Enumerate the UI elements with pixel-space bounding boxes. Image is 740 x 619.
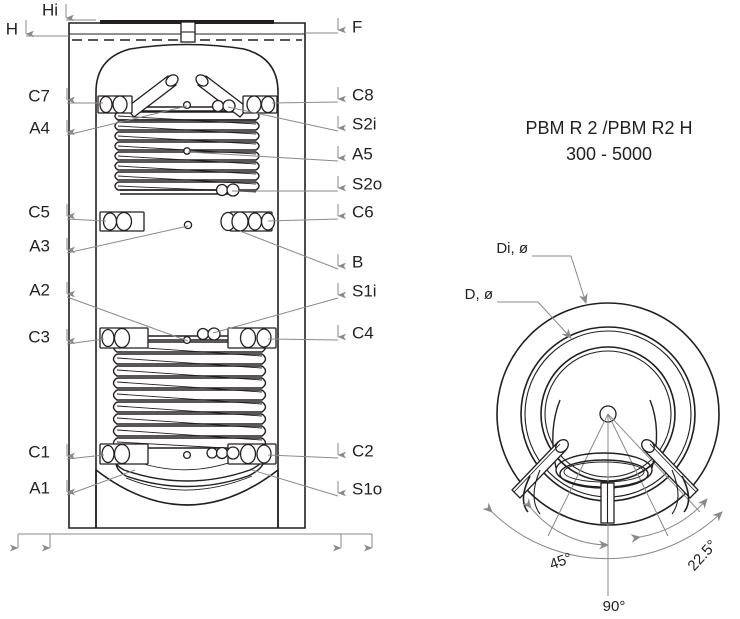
upper-heat-exchanger-coil — [113, 74, 261, 195]
leader-diameter-outer: D, ø — [465, 286, 572, 339]
drawing-title: PBM R 2 /PBM R2 H 300 - 5000 — [525, 118, 692, 164]
angle-arc-45 — [521, 498, 609, 550]
port-c6 — [220, 211, 276, 232]
title-line-2: 300 - 5000 — [566, 144, 652, 164]
port-c4 — [227, 327, 277, 349]
port-c1 — [99, 443, 149, 465]
angle-centerlines — [547, 413, 701, 596]
plan-connection-stub-right — [641, 439, 699, 499]
label-b: B — [352, 252, 363, 271]
sensor-a1 — [182, 450, 192, 460]
sensor-s2o — [215, 183, 240, 197]
port-c8 — [242, 95, 278, 114]
plan-connection-stub-left — [511, 439, 569, 499]
label-s1i: S1i — [352, 281, 377, 300]
leader-diameter-inner: Di, ø — [496, 240, 588, 304]
plan-bottom-drain — [600, 482, 615, 524]
label-a2: A2 — [29, 280, 50, 299]
label-f: F — [352, 17, 362, 36]
label-c7: C7 — [28, 86, 50, 105]
top-riser-pipe — [180, 21, 196, 43]
label-s2o: S2o — [352, 174, 382, 193]
lower-heat-exchanger-coil — [112, 335, 267, 491]
elevation-callout-labels-right: F C8 S2i A5 S2o C6 B S1i C4 C2 S1o — [352, 17, 382, 498]
sensor-a2 — [182, 335, 192, 345]
angle-arc-22-5 — [630, 498, 708, 543]
label-c1: C1 — [28, 442, 50, 461]
coil-upper-inlet-stub — [125, 74, 179, 118]
label-di-diameter: Di, ø — [496, 240, 528, 257]
port-c5 — [99, 211, 145, 232]
label-s2i: S2i — [352, 114, 377, 133]
label-hi: Hi — [42, 0, 58, 19]
label-c5: C5 — [28, 202, 50, 221]
label-d-diameter: D, ø — [465, 286, 493, 303]
label-c3: C3 — [28, 327, 50, 346]
label-c8: C8 — [352, 85, 374, 104]
tank-plan-section-view: D, ø Di, ø 45° 22.5° 90° — [465, 240, 723, 615]
label-angle-45: 45° — [547, 550, 574, 574]
label-a1: A1 — [29, 478, 50, 497]
sensor-s1o — [206, 446, 240, 460]
tank-elevation-view — [10, 20, 373, 552]
sensor-s2i — [211, 99, 236, 113]
leader-lines-right — [187, 18, 346, 497]
elevation-callout-labels-left: H Hi C7 A4 C5 A3 A2 C3 C1 A1 — [6, 0, 58, 497]
label-a3: A3 — [29, 236, 50, 255]
port-c3 — [99, 327, 149, 349]
sensor-a4 — [182, 100, 192, 110]
label-a5: A5 — [352, 144, 373, 163]
title-line-1: PBM R 2 /PBM R2 H — [525, 118, 692, 138]
label-angle-90: 90° — [603, 598, 626, 615]
angle-arc-90 — [482, 502, 723, 560]
sensor-a5 — [183, 147, 191, 155]
sensor-a3 — [183, 220, 193, 230]
port-c7 — [97, 95, 133, 114]
label-c2: C2 — [352, 441, 374, 460]
label-h: H — [6, 19, 18, 38]
label-a4: A4 — [29, 118, 50, 137]
tank-inner-vessel — [95, 43, 279, 528]
label-c6: C6 — [352, 202, 374, 221]
label-s1o: S1o — [352, 479, 382, 498]
sensor-s1i — [196, 327, 221, 341]
leader-lines-left — [25, 4, 189, 496]
label-angle-22-5: 22.5° — [685, 537, 721, 575]
bottom-dimension-line — [10, 533, 373, 552]
label-c4: C4 — [352, 323, 374, 342]
